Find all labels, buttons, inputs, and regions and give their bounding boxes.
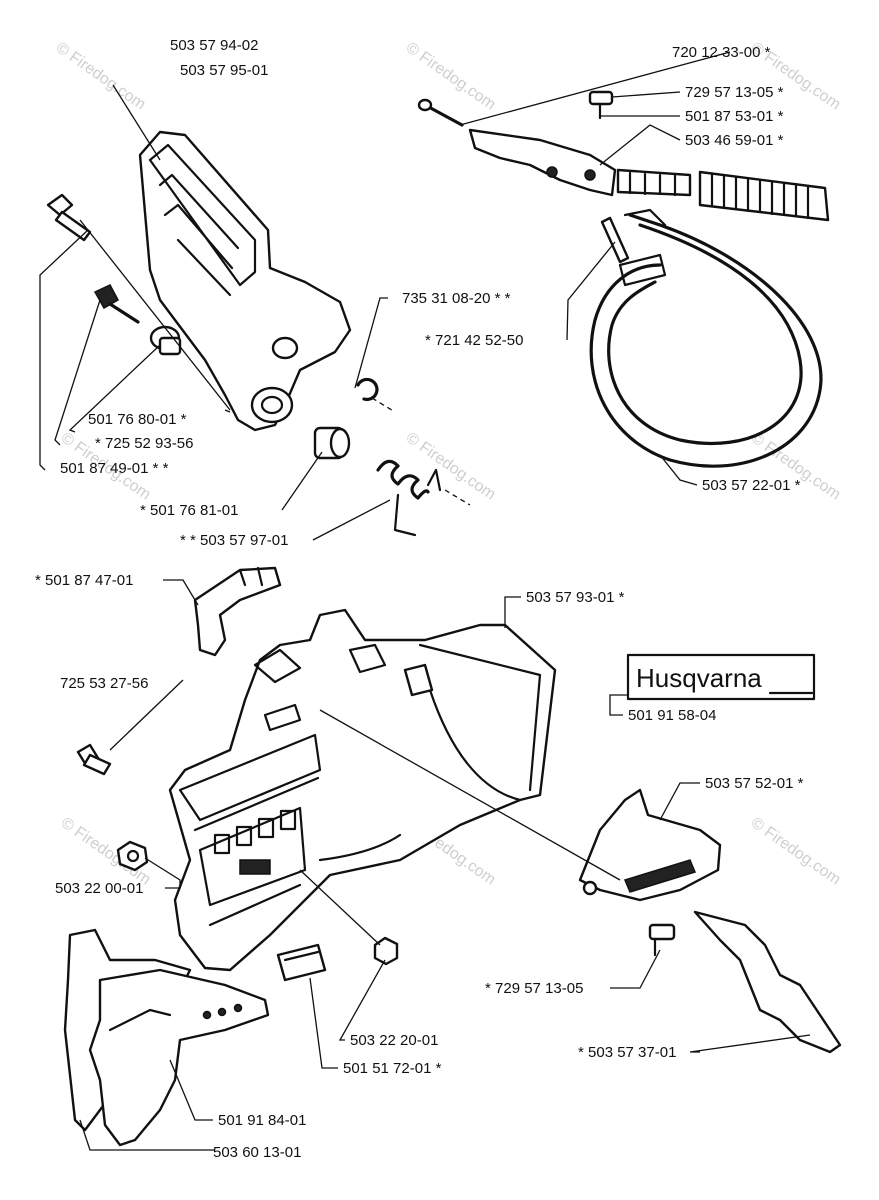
brake-band-503572201 bbox=[589, 208, 823, 468]
part-label: 735 31 08-20 * * bbox=[402, 290, 511, 307]
part-label: * * 503 57 97-01 bbox=[180, 532, 288, 549]
part-label: * 721 42 52-50 bbox=[425, 332, 523, 349]
brake-lever-501875301 bbox=[468, 128, 617, 197]
part-label: 729 57 13-05 * bbox=[685, 84, 784, 101]
part-label: 503 22 00-01 bbox=[55, 880, 143, 897]
part-label: 501 87 53-01 * bbox=[685, 108, 784, 125]
sprocket-guard-503575201 bbox=[578, 788, 722, 902]
circlip-735310820 bbox=[356, 377, 396, 413]
part-label: 503 57 93-01 * bbox=[526, 589, 625, 606]
husqvarna-logo-text: Husqvarna bbox=[636, 663, 762, 693]
plate-503573701 bbox=[693, 910, 842, 1054]
screw-729571305-bottom bbox=[648, 923, 676, 957]
clip-501874701 bbox=[193, 566, 282, 657]
watermark: © Firedog.com bbox=[53, 39, 149, 113]
spring-503579701 bbox=[376, 459, 471, 537]
nut-503222001 bbox=[373, 936, 399, 966]
part-label: 725 53 27-56 bbox=[60, 675, 148, 692]
plate-501918401 bbox=[88, 968, 270, 1147]
part-label: * 503 57 37-01 bbox=[578, 1044, 676, 1061]
part-label: 720 12 33-00 * bbox=[672, 44, 771, 61]
coil-spring-503465901 bbox=[616, 168, 830, 222]
part-label: 501 76 80-01 * bbox=[88, 411, 187, 428]
part-label: 503 57 95-01 bbox=[180, 62, 268, 79]
bolt-725532756 bbox=[76, 743, 112, 776]
clutch-cover-503579301 bbox=[168, 608, 557, 972]
part-label: 503 46 59-01 * bbox=[685, 132, 784, 149]
part-label: 503 60 13-01 bbox=[213, 1144, 301, 1161]
part-label: 503 57 52-01 * bbox=[705, 775, 804, 792]
part-label: * 501 87 47-01 bbox=[35, 572, 133, 589]
part-labels: 503 57 94-02 503 57 95-01 720 12 33-00 *… bbox=[35, 37, 804, 1161]
screw-725529356 bbox=[93, 284, 140, 324]
part-label: 503 57 94-02 bbox=[170, 37, 258, 54]
part-label: 503 22 20-01 bbox=[350, 1032, 438, 1049]
part-label: * 501 76 81-01 bbox=[140, 502, 238, 519]
watermark: © Firedog.com bbox=[403, 429, 499, 503]
plate-501517201 bbox=[276, 943, 327, 982]
part-label: 501 51 72-01 * bbox=[343, 1060, 442, 1077]
part-label: 503 57 22-01 * bbox=[702, 477, 801, 494]
screw-729571305-top bbox=[588, 90, 614, 120]
pin-721425250 bbox=[600, 216, 630, 264]
part-label: * 729 57 13-05 bbox=[485, 980, 583, 997]
pin-720123300 bbox=[417, 98, 464, 127]
bushing-501768101 bbox=[313, 426, 351, 460]
leader-lines bbox=[39, 51, 811, 1151]
chain-brake-handle bbox=[138, 130, 352, 432]
part-label: * 725 52 93-56 bbox=[95, 435, 193, 452]
husqvarna-decal: Husqvarna bbox=[626, 653, 816, 701]
watermark: © Firedog.com bbox=[748, 814, 844, 888]
part-label: 501 87 49-01 * * bbox=[60, 460, 169, 477]
bolt-501874901 bbox=[46, 193, 92, 242]
part-label: 501 91 58-04 bbox=[628, 707, 716, 724]
watermark: © Firedog.com bbox=[403, 39, 499, 113]
nut-503220001 bbox=[116, 840, 149, 872]
part-label: 501 91 84-01 bbox=[218, 1112, 306, 1129]
